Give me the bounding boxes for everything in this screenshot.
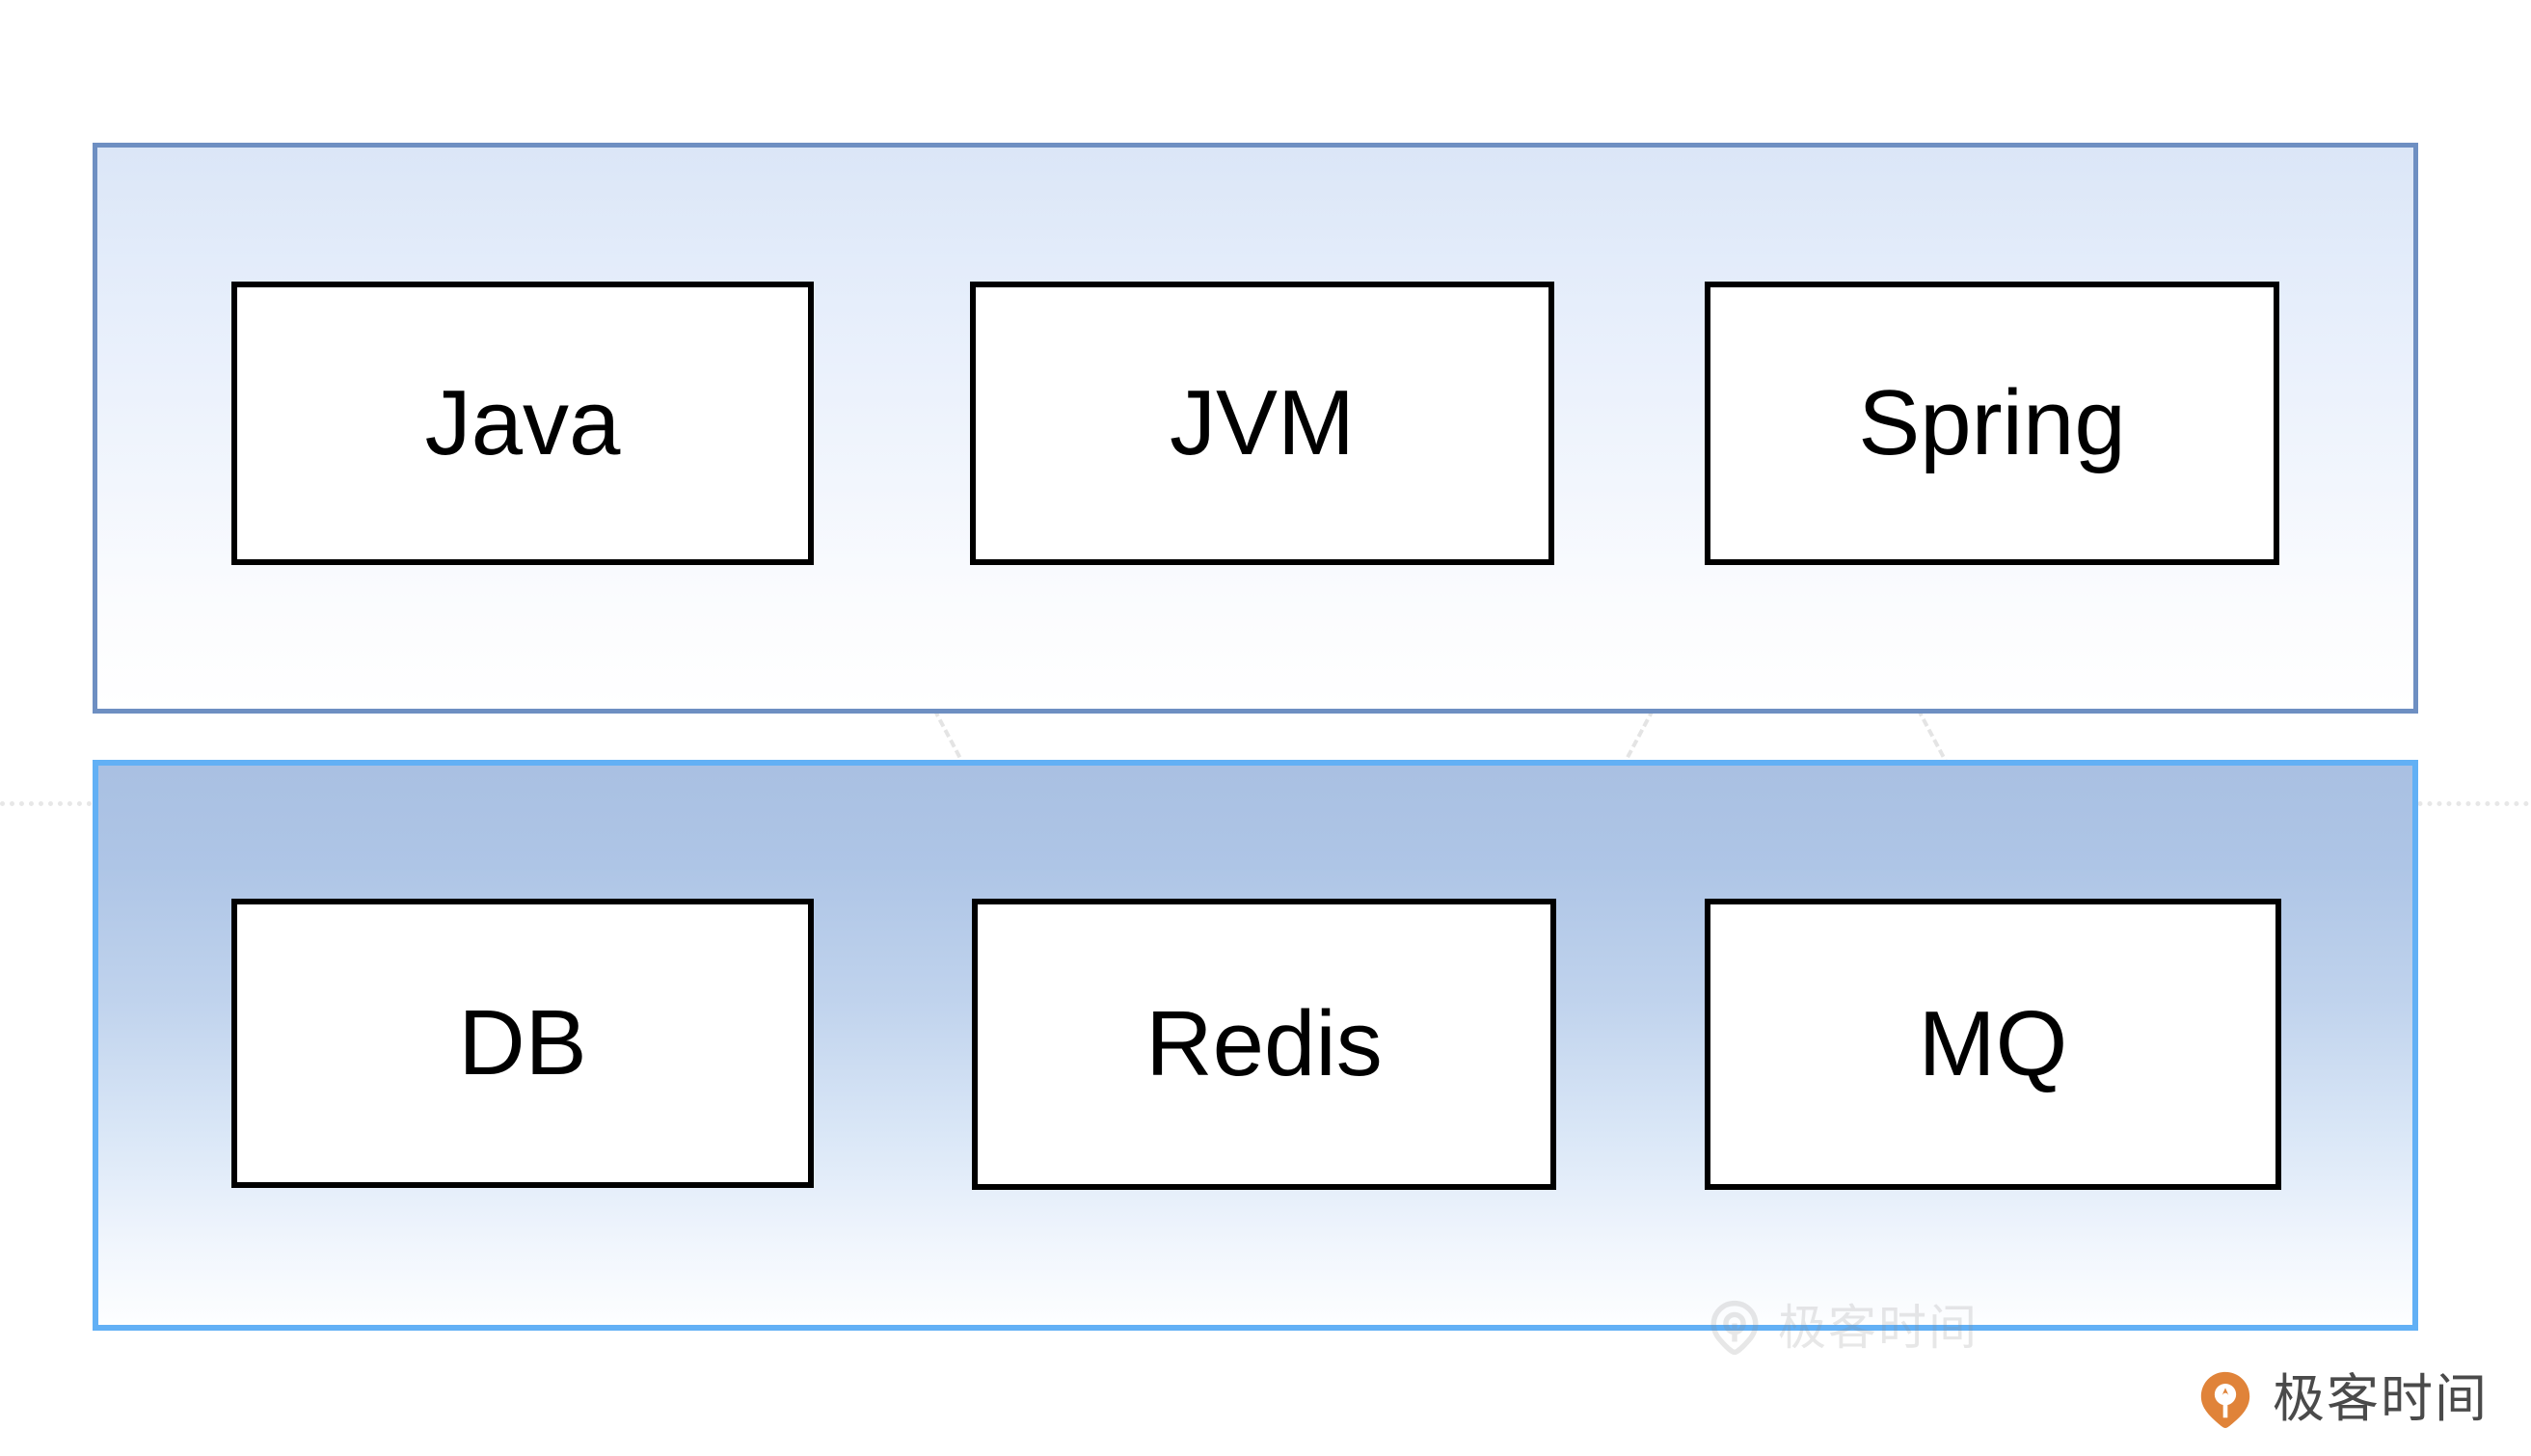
- node-jvm[interactable]: JVM: [970, 282, 1554, 565]
- node-label: MQ: [1918, 992, 2068, 1095]
- node-label: JVM: [1170, 371, 1355, 474]
- node-label: Spring: [1858, 371, 2126, 474]
- node-java[interactable]: Java: [231, 282, 814, 565]
- brand-label: 极客时间: [2273, 1368, 2489, 1429]
- node-mq[interactable]: MQ: [1705, 899, 2281, 1190]
- watermark-geektime: 极客时间: [1707, 1300, 1979, 1356]
- watermark-label: 极客时间: [1778, 1300, 1979, 1356]
- brand-footer: 极客时间: [2195, 1369, 2489, 1429]
- geektime-pin-icon: [2200, 1371, 2250, 1429]
- node-spring[interactable]: Spring: [1705, 282, 2279, 565]
- node-redis[interactable]: Redis: [972, 899, 1556, 1190]
- node-label: Redis: [1145, 992, 1383, 1095]
- node-label: DB: [458, 991, 587, 1094]
- node-db[interactable]: DB: [231, 899, 814, 1188]
- node-label: Java: [424, 371, 621, 474]
- geektime-pin-icon: [1710, 1300, 1759, 1356]
